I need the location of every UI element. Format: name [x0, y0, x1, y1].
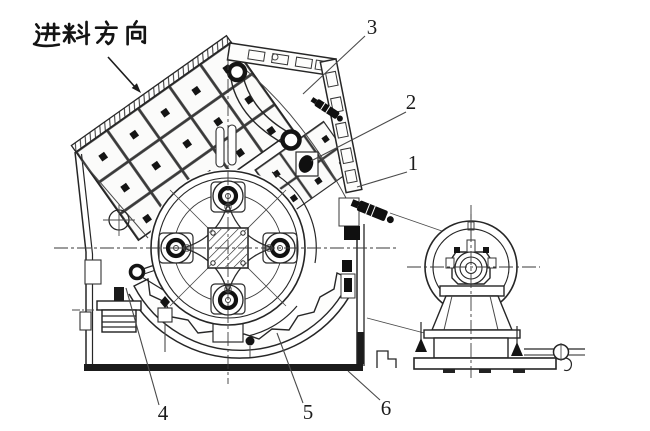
- anchor-bolt: [511, 342, 523, 356]
- base-foot: [479, 369, 491, 373]
- part-label-2: 2: [406, 90, 417, 114]
- left-frame: [72, 151, 149, 366]
- part-labels: 3 2 1 4 5 6: [125, 15, 419, 425]
- pedestal-top-plate: [439, 285, 505, 297]
- left-liner-bracket: [157, 307, 173, 323]
- feed-direction-text-glyphs: [32, 20, 147, 48]
- adjuster-pivot: [128, 263, 146, 281]
- housing-inner-curve: [235, 61, 347, 199]
- liner-bolt-diamond: [160, 296, 170, 308]
- rotor-bore-arc-upper: [271, 171, 317, 264]
- part-label-3: 3: [367, 15, 378, 39]
- toothed-impact-liner: [133, 271, 351, 351]
- bearing-pedestal-assembly: [413, 214, 585, 373]
- base-beam: [84, 364, 363, 371]
- part-label-5: 5: [303, 400, 314, 424]
- machine-base: [84, 350, 397, 371]
- part-label-6: 6: [381, 396, 392, 420]
- housing-frame: [226, 42, 363, 199]
- arm-pivot-lower: [280, 129, 302, 151]
- feed-arrow-head: [131, 83, 141, 93]
- base-step-bracket: [376, 350, 397, 368]
- frame-stiffener: [79, 311, 92, 331]
- base-foot: [443, 369, 455, 373]
- leader-line-6: [347, 370, 381, 401]
- wall-foot: [357, 332, 364, 364]
- part-label-1: 1: [408, 151, 419, 175]
- base-foot: [513, 369, 525, 373]
- pedestal-stand: [430, 295, 514, 331]
- leader-line-5: [276, 332, 304, 404]
- leader-line-1: [356, 171, 408, 188]
- apex-bolt: [271, 53, 279, 61]
- liner-bolt: [245, 336, 255, 346]
- right-band: [319, 58, 363, 194]
- spring-rod: [114, 287, 124, 302]
- anchor-bolt: [415, 338, 427, 352]
- adjusting-bolt: [298, 155, 314, 173]
- leader-line-2: [310, 111, 407, 162]
- feed-direction-annotation: 进料方向: [32, 20, 147, 93]
- liner-slot: [227, 124, 237, 166]
- drive-line-lower: [366, 317, 429, 335]
- wall-clamp: [344, 226, 360, 240]
- bearing-ear: [445, 257, 455, 269]
- feed-arrow-shaft: [107, 56, 136, 88]
- impact-rack-arm: [226, 61, 343, 177]
- part-label-4: 4: [158, 401, 169, 425]
- housing-bottom-arc: [128, 289, 354, 359]
- upper-tension-bolt: [310, 97, 343, 122]
- frame-stiffener: [84, 259, 102, 285]
- leader-line-4: [125, 287, 160, 406]
- leader-line-3: [302, 35, 366, 95]
- tension-rod-assembly: [350, 199, 394, 224]
- wall-bolt: [344, 278, 352, 292]
- pedestal-base-plate: [413, 357, 557, 370]
- bearing-ear: [487, 257, 497, 269]
- centerlines: [54, 56, 540, 384]
- arm-pivot-upper: [226, 61, 248, 83]
- wall-bolt: [342, 260, 352, 272]
- rod-hook: [563, 357, 573, 372]
- spring-cap: [96, 300, 142, 311]
- spring-body: [101, 309, 137, 333]
- liner-slot: [215, 126, 225, 168]
- pedestal-mid-plate: [423, 329, 521, 339]
